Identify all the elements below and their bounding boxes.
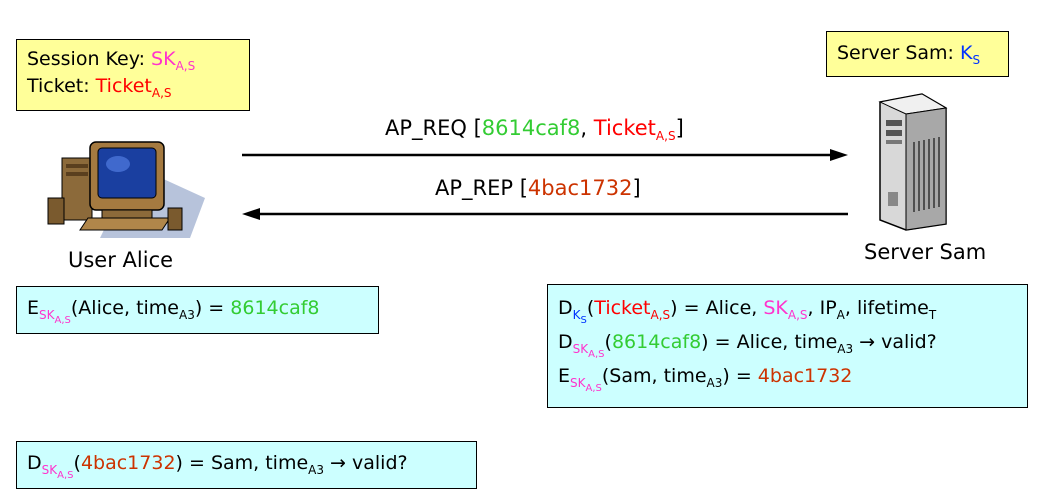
server-label: Server Sam	[864, 240, 987, 264]
arrow-right-icon	[242, 149, 848, 161]
alice-label: User Alice	[68, 248, 174, 272]
server-ops-box: DKS(TicketA,S) = Alice, SKA,S, IPA, life…	[547, 284, 1028, 408]
ap-rep-value: 4bac1732	[527, 176, 633, 200]
arrow-left-icon	[242, 208, 848, 220]
server-key-symbol: KS	[960, 42, 981, 67]
ap-req-authenticator: 8614caf8	[481, 116, 581, 140]
alice-encrypt-box: ESKA,S(Alice, timeA3) = 8614caf8	[16, 286, 379, 334]
session-key-symbol: SKA,S	[151, 48, 196, 73]
ticket-symbol: TicketA,S	[95, 75, 172, 100]
server-key-box: Server Sam: KS	[826, 31, 1009, 77]
alice-key-box: Session Key: SKA,S Ticket: TicketA,S	[16, 39, 250, 111]
ap-rep-message: AP_REP [4bac1732]	[435, 176, 641, 200]
alice-decrypt-box: DSKA,S(4bac1732) = Sam, timeA3 → valid?	[16, 441, 477, 489]
ap-req-ticket: TicketA,S	[593, 116, 676, 143]
ticket-line: Ticket: TicketA,S	[27, 75, 172, 100]
server-op-decrypt-ticket: DKS(TicketA,S) = Alice, SKA,S, IPA, life…	[558, 297, 937, 326]
session-key-line: Session Key: SKA,S	[27, 48, 196, 73]
computer-icon	[47, 141, 205, 238]
server-op-encrypt-reply: ESKA,S(Sam, timeA3) = 4bac1732	[558, 365, 853, 394]
server-icon	[878, 93, 948, 231]
ap-req-message: AP_REQ [8614caf8, TicketA,S]	[385, 116, 684, 143]
server-op-decrypt-auth: DSKA,S(8614caf8) = Alice, timeA3 → valid…	[558, 331, 937, 360]
